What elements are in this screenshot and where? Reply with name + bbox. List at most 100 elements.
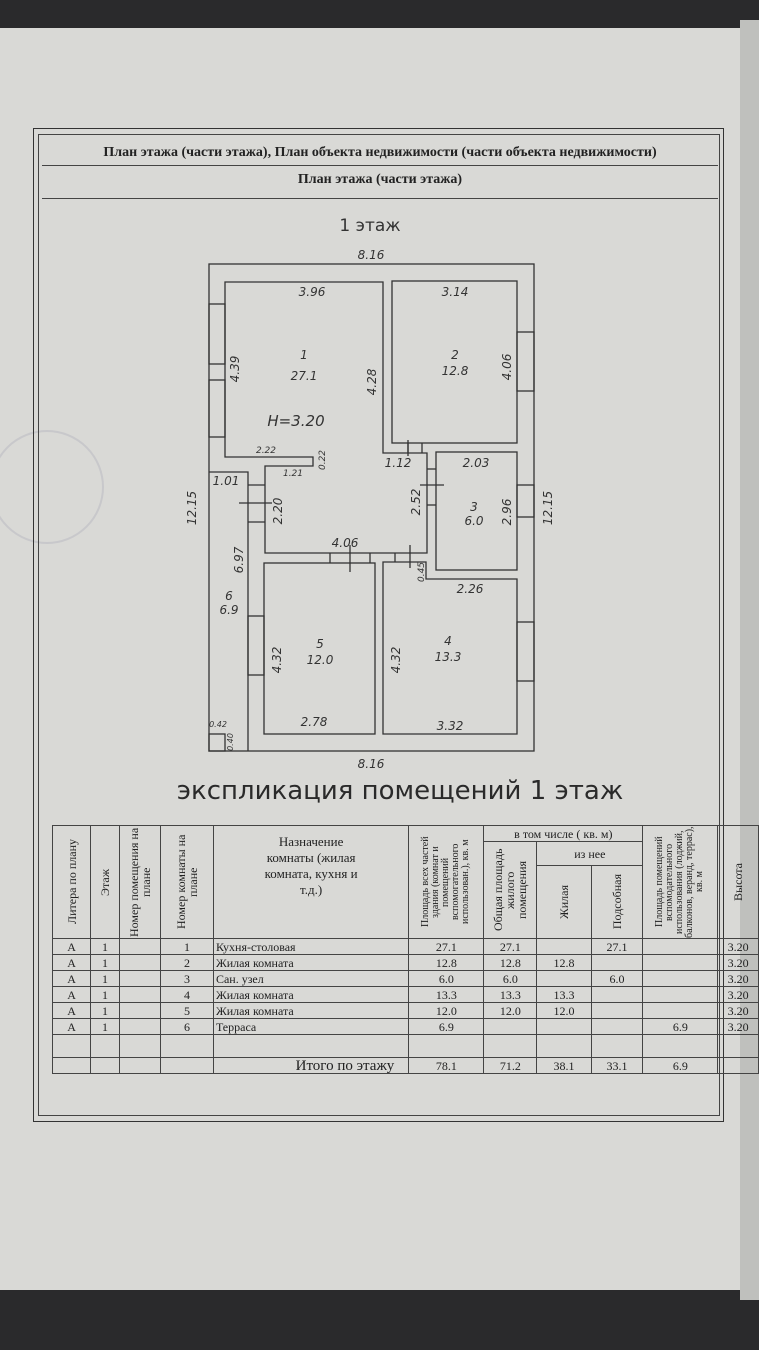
cell-litera: А: [51, 986, 92, 1003]
cell-premise: [118, 986, 161, 1003]
dim: 4.28: [365, 368, 379, 395]
cell-height: 3.20: [717, 986, 759, 1003]
totals-living-total: 71.2: [483, 1057, 538, 1074]
cell-floor: 1: [90, 986, 120, 1003]
cell-total: 6.9: [408, 1018, 485, 1035]
col-living: Жилая: [557, 884, 571, 919]
cell-height: 3.20: [717, 970, 759, 987]
cell-aux-use: [642, 954, 719, 971]
cell-premise: [118, 954, 161, 971]
dim: 2.52: [409, 489, 423, 516]
cell-purpose: Кухня-столовая: [212, 938, 410, 955]
room-number: 4: [444, 634, 452, 648]
cell-living: 13.3: [536, 986, 592, 1003]
room-area: 12.0: [307, 653, 334, 667]
cell-living: 12.0: [536, 1002, 592, 1019]
cell-floor: 1: [90, 1002, 120, 1019]
cell-total: 6.0: [408, 970, 485, 987]
room-number: 6: [225, 589, 233, 603]
dim-left: 12.15: [185, 491, 199, 525]
cell-total: 12.0: [408, 1002, 485, 1019]
cell-room: 4: [159, 986, 214, 1003]
cell-purpose: Сан. узел: [212, 970, 410, 987]
explication-table: Литера по плану Этаж Номер помещения на …: [51, 825, 759, 1074]
cell-floor: 1: [90, 954, 120, 971]
window: [516, 621, 535, 682]
small-box: [208, 733, 226, 752]
dim: 3.96: [299, 285, 326, 299]
cell-total: 13.3: [408, 986, 485, 1003]
cell-aux-use: [642, 970, 719, 987]
window: [247, 615, 265, 676]
col-living-total: Общая площадь жилого помещения: [491, 848, 530, 932]
cell-litera: А: [51, 1002, 92, 1019]
cell-litera: А: [51, 954, 92, 971]
col-room: Номер комнаты на плане: [173, 834, 200, 930]
cell-litera: А: [51, 938, 92, 955]
col-floor: Этаж: [97, 868, 112, 896]
dim: 1.21: [283, 469, 303, 479]
explication-title: экспликация помещений 1 этаж: [176, 776, 624, 806]
dim: 3.14: [442, 285, 469, 299]
cell-aux: [590, 1002, 644, 1019]
dim: 4.39: [228, 356, 242, 383]
cell-aux: 6.0: [590, 970, 644, 987]
cell-room: 6: [159, 1018, 214, 1035]
totals-total: 78.1: [408, 1057, 485, 1074]
cell-aux: [590, 1018, 644, 1035]
cell-height: 3.20: [717, 1018, 759, 1035]
dim: 2.78: [301, 715, 328, 729]
header-row: Литера по плану Этаж Номер помещения на …: [51, 825, 759, 939]
cell-litera: А: [51, 1018, 92, 1035]
faint-stamp: [0, 430, 104, 544]
col-auxiliary-use: Площадь помещений вспомодательного испол…: [654, 826, 706, 938]
totals-aux-use: 6.9: [642, 1057, 719, 1074]
window: [516, 331, 535, 392]
col-of-it: из нее: [536, 841, 644, 866]
cell-floor: 1: [90, 970, 120, 987]
dim: 6.97: [232, 546, 246, 573]
cell-room: 1: [159, 938, 214, 955]
cell-aux-use: [642, 938, 719, 955]
dim: 4.32: [270, 647, 284, 674]
room-area: 12.8: [442, 364, 469, 378]
cell-premise: [118, 970, 161, 987]
totals-living: 38.1: [536, 1057, 592, 1074]
outer-wall: [208, 263, 535, 752]
room-number: 3: [470, 500, 478, 514]
room-2-outline: [391, 280, 518, 444]
cell-aux: [590, 986, 644, 1003]
cell-room: 2: [159, 954, 214, 971]
floor-title: 1 этаж: [339, 216, 401, 236]
col-litera: Литера по плану: [64, 839, 79, 925]
header-line-1: План этажа (части этажа), План объекта н…: [42, 145, 718, 166]
dim: 4.06: [500, 353, 514, 380]
cell-living-total: 12.8: [483, 954, 538, 971]
cell-room: 5: [159, 1002, 214, 1019]
cell-height: 3.20: [717, 954, 759, 971]
cell-floor: 1: [90, 938, 120, 955]
cell-living-total: [483, 1018, 538, 1035]
room-number: 2: [451, 348, 459, 362]
room-number: 1: [300, 348, 308, 362]
dim: 4.32: [389, 647, 403, 674]
room-1-outline: [224, 281, 428, 554]
dim: 1.01: [213, 474, 240, 488]
col-total-area: Площадь всех частей здания (комнат и пом…: [420, 836, 472, 928]
cell-purpose: Терраса: [212, 1018, 410, 1035]
cell-aux-use: 6.9: [642, 1018, 719, 1035]
window: [516, 484, 535, 518]
cell-height: 3.20: [717, 1002, 759, 1019]
cell-living: [536, 938, 592, 955]
height-label: H=3.20: [267, 412, 324, 430]
header-line-2: План этажа (части этажа): [42, 172, 718, 199]
room-area: 6.0: [464, 514, 483, 528]
window: [208, 379, 226, 438]
cell-aux: 27.1: [590, 938, 644, 955]
dim: 2.26: [457, 582, 484, 596]
